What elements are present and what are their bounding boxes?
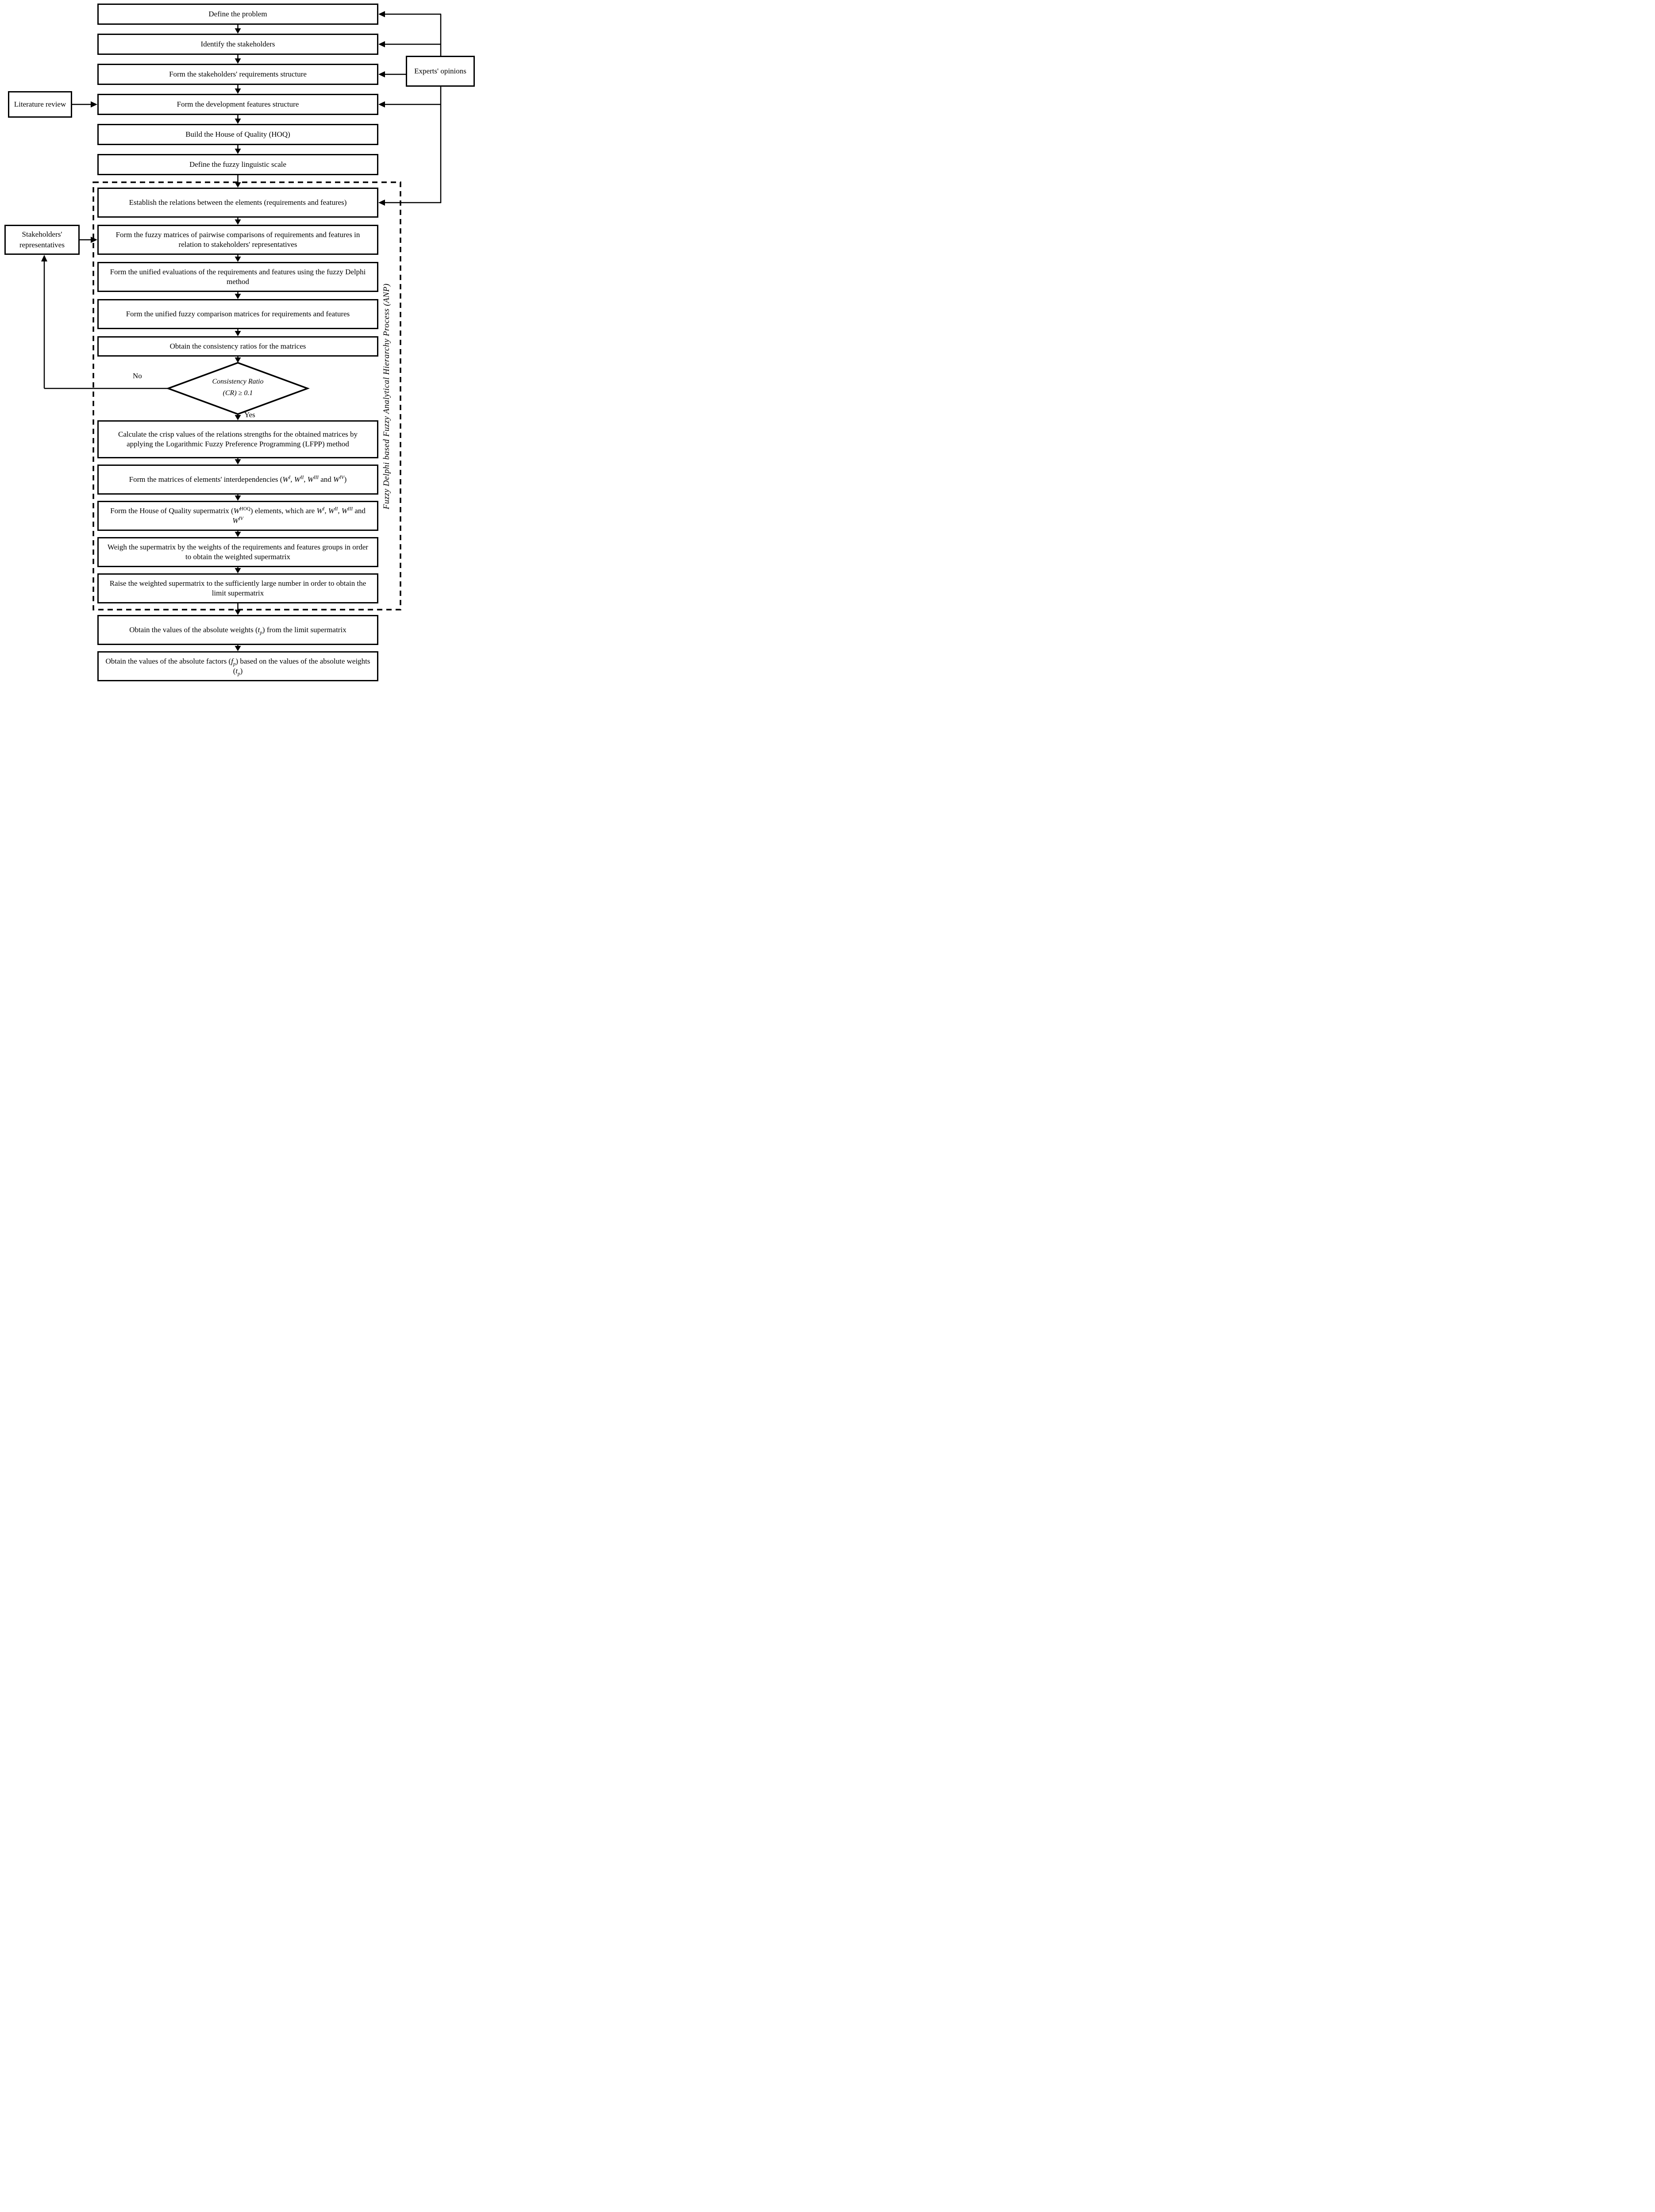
- step-label: Form the unified evaluations of the requ…: [110, 267, 366, 286]
- stakeholders-arrow: [80, 237, 97, 243]
- step-unified-fuzzy-matrices: Form the unified fuzzy comparison matric…: [97, 299, 378, 329]
- step-requirements-structure: Form the stakeholders' requirements stru…: [97, 64, 378, 85]
- step-label: Define the fuzzy linguistic scale: [189, 160, 287, 169]
- step-absolute-factors: Obtain the values of the absolute factor…: [97, 651, 378, 681]
- literature-review-arrow: [72, 101, 97, 108]
- step-label: Calculate the crisp values of the relati…: [118, 430, 358, 448]
- step-consistency-ratios: Obtain the consistency ratios for the ma…: [97, 336, 378, 357]
- step-label: Weigh the supermatrix by the weights of …: [107, 542, 369, 561]
- step-label: Raise the weighted supermatrix to the su…: [109, 579, 366, 597]
- step-build-hoq: Build the House of Quality (HOQ): [97, 124, 378, 145]
- step-raise-supermatrix: Raise the weighted supermatrix to the su…: [97, 573, 378, 603]
- decision-line2: (CR) ≥ 0.1: [223, 389, 253, 397]
- no-label: No: [133, 372, 142, 380]
- step-interdependency-matrices: Form the matrices of elements' interdepe…: [97, 465, 378, 495]
- step-label: Form the House of Quality supermatrix (W…: [110, 506, 366, 525]
- step-calculate-crisp-values: Calculate the crisp values of the relati…: [97, 420, 378, 458]
- connector-overlay: [41, 11, 442, 651]
- step-label: Define the problem: [208, 9, 267, 18]
- step-fuzzy-linguistic-scale: Define the fuzzy linguistic scale: [97, 154, 378, 175]
- step-define-problem: Define the problem: [97, 4, 378, 25]
- step-unified-evaluations: Form the unified evaluations of the requ…: [97, 262, 378, 292]
- stakeholders-representatives-label: Stakeholders' representatives: [19, 230, 65, 249]
- decision-line1: Consistency Ratio: [212, 378, 264, 385]
- literature-review-box: Literature review: [8, 91, 72, 118]
- step-label: Form the unified fuzzy comparison matric…: [126, 309, 350, 318]
- yes-label: Yes: [244, 411, 255, 419]
- step-label: Form the development features structure: [177, 100, 299, 108]
- step-label: Form the stakeholders' requirements stru…: [169, 69, 307, 78]
- step-label: Obtain the values of the absolute factor…: [105, 657, 370, 677]
- step-label: Form the matrices of elements' interdepe…: [129, 475, 347, 484]
- step-identify-stakeholders: Identify the stakeholders: [97, 34, 378, 55]
- step-absolute-weights: Obtain the values of the absolute weight…: [97, 615, 378, 645]
- no-feedback-path: [41, 255, 169, 389]
- step-fuzzy-pairwise-matrices: Form the fuzzy matrices of pairwise comp…: [97, 225, 378, 255]
- anp-frame-label: Fuzzy Delphi based Fuzzy Analytical Hier…: [382, 283, 391, 510]
- stakeholders-representatives-box: Stakeholders' representatives: [4, 225, 80, 255]
- step-label: Obtain the consistency ratios for the ma…: [169, 342, 306, 350]
- step-label: Establish the relations between the elem…: [129, 198, 347, 207]
- step-label: Build the House of Quality (HOQ): [185, 130, 290, 138]
- experts-opinions-label: Experts' opinions: [414, 67, 466, 76]
- flowchart-canvas: Define the problem Identify the stakehol…: [0, 0, 478, 692]
- anp-dashed-frame: [92, 181, 401, 611]
- experts-connector: [378, 11, 442, 206]
- step-hoq-supermatrix: Form the House of Quality supermatrix (W…: [97, 501, 378, 531]
- step-label: Form the fuzzy matrices of pairwise comp…: [115, 230, 360, 249]
- experts-opinions-box: Experts' opinions: [406, 56, 475, 87]
- step-label: Identify the stakeholders: [200, 39, 275, 48]
- step-features-structure: Form the development features structure: [97, 94, 378, 115]
- decision-diamond: [166, 362, 310, 415]
- literature-review-label: Literature review: [14, 100, 66, 109]
- step-label: Obtain the values of the absolute weight…: [129, 625, 346, 636]
- step-establish-relations: Establish the relations between the elem…: [97, 188, 378, 218]
- decision-text: Consistency Ratio (CR) ≥ 0.1: [184, 376, 292, 399]
- flow-arrows-down: [235, 25, 241, 651]
- step-weigh-supermatrix: Weigh the supermatrix by the weights of …: [97, 537, 378, 567]
